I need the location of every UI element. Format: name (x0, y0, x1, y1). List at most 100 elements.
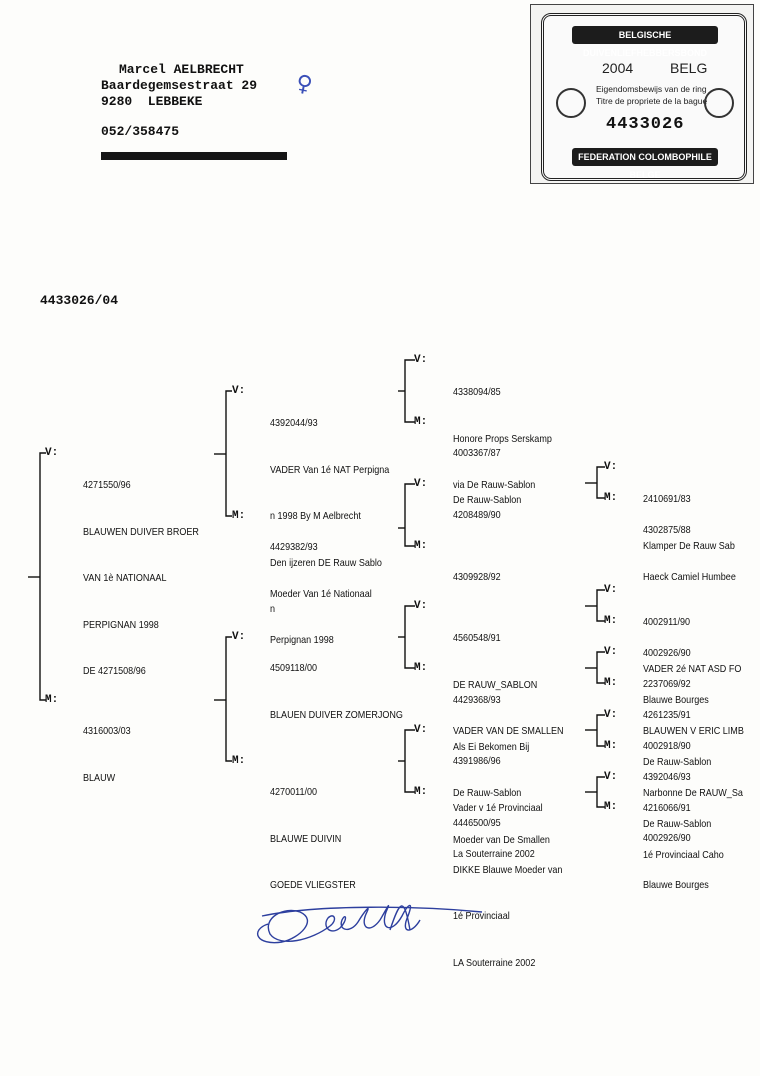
emblem-icon (556, 88, 586, 118)
entry-line: Den ijzeren DE Rauw Sablo (270, 556, 382, 569)
ggd-fmm-entry: 4309928/92 (453, 539, 501, 617)
entry-line: VADER Van 1é NAT Perpigna (270, 463, 390, 476)
ring-number: 4429368/93 (453, 694, 501, 706)
ring-number: 4302875/88 (643, 524, 691, 536)
owner-street: Baardegemsestraat 29 (101, 78, 258, 93)
certificate-line1: Eigendomsbewijs van de ring (596, 84, 707, 94)
ring-number: 4392046/93 (643, 771, 691, 783)
entry-line: n 1998 By M Aelbrecht (270, 510, 361, 522)
label-father: V: (604, 771, 618, 783)
ring-number: 2410691/83 (643, 493, 691, 505)
ring-number: 4560548/91 (453, 632, 501, 644)
g4-mfmm-entry: 4261235/91 De Rauw-Sablon (643, 677, 711, 801)
ring-number: 4391986/96 (453, 755, 501, 767)
owner-name: Marcel AELBRECHT (119, 62, 244, 77)
ring-number: 4002926/90 (643, 832, 691, 844)
label-father: V: (414, 354, 428, 366)
entry-line: De Rauw-Sablon (643, 817, 712, 830)
entry-line: Haeck Camiel Humbee (643, 570, 736, 583)
label-mother: M: (414, 662, 428, 674)
dam-entry: 4316003/03 BLAUW (83, 693, 131, 817)
label-father: V: (414, 724, 428, 736)
g4-fmff-entry: 2410691/83 Klamper De Rauw Sab (643, 461, 735, 585)
entry-line: Als Ei Bekomen Bij (453, 740, 530, 753)
g4-mfff-entry: 4002911/90 VADER 2é NAT ASD FO (643, 584, 741, 708)
entry-line: De Rauw-Sablon (453, 787, 522, 799)
entry-line: BLAUEN DUIVER ZOMERJONG (270, 708, 403, 721)
certificate-bottom-banner: FEDERATION COLOMBOPHILE BELGE (572, 148, 718, 180)
ggd-ffm-entry: 4003367/87 De Rauw-Sablon (453, 415, 521, 539)
ring-number: 4316003/03 (83, 725, 131, 737)
certificate-year: 2004 (602, 60, 634, 76)
ring-certificate: BELGISCHE DUIVENLIEFHEBBERSBOND 2004 BEL… (530, 4, 754, 184)
pigeon-ring-code: 4433026/04 (40, 293, 119, 308)
ring-number: 4002911/90 (643, 616, 691, 628)
ring-number: 4216066/91 (643, 802, 691, 814)
ring-number: 4270011/00 (270, 786, 318, 798)
entry-line: DE 4271508/96 (83, 665, 146, 677)
label-mother: M: (604, 492, 618, 504)
ring-number: 4261235/91 (643, 709, 691, 721)
entry-line: Klamper De Rauw Sab (643, 539, 735, 552)
entry-line: Blauwe Bourges (643, 878, 709, 891)
g4-mmfm-entry: 4392046/93 De Rauw-Sablon (643, 739, 711, 863)
ggs-mff-entry: 4560548/91 DE RAUW_SABLON VADER VAN DE S… (453, 600, 564, 771)
label-mother: M: (232, 755, 246, 767)
label-father: V: (604, 709, 618, 721)
label-mother: M: (414, 416, 428, 428)
g4-mfmf-entry: 2237069/92 BLAUWEN V ERIC LIMB (643, 646, 744, 770)
ring-number: 4003367/87 (453, 447, 501, 459)
entry-line: Narbonne De RAUW_Sa (643, 786, 743, 799)
ring-number: 4338094/85 (453, 386, 501, 398)
certificate-top-banner: BELGISCHE DUIVENLIEFHEBBERSBOND (572, 26, 718, 58)
certificate-line2: Titre de propriete de la bague (596, 96, 708, 106)
label-father: V: (232, 631, 246, 643)
entry-line: DE RAUW_SABLON (453, 678, 538, 691)
entry-line: DIKKE Blauwe Moeder van (453, 863, 563, 876)
ring-number: 4509118/00 (270, 662, 318, 674)
entry-line: Moeder van De Smallen (453, 833, 550, 846)
granddam-maternal-entry: 4270011/00 BLAUWE DUIVIN GOEDE VLIEGSTER (270, 754, 356, 925)
label-mother: M: (604, 801, 618, 813)
owner-city: 9280 LEBBEKE (101, 94, 203, 109)
entry-line: Moeder Van 1é Nationaal (270, 587, 372, 600)
entry-line: LA Souterraine 2002 (453, 956, 536, 969)
owner-phone: 052/358475 (101, 124, 180, 139)
ggs-fmf-entry: 4208489/90 (453, 477, 501, 555)
certificate-frame: BELGISCHE DUIVENLIEFHEBBERSBOND 2004 BEL… (541, 13, 747, 181)
label-mother: M: (414, 786, 428, 798)
entry-line: 1é Provinciaal (453, 910, 510, 922)
g4-mmmf-entry: 4216066/91 1é Provinciaal Caho (643, 770, 724, 894)
label-mother: M: (232, 510, 246, 522)
ring-number: 4002918/90 (643, 740, 691, 752)
entry-line: La Souterraine 2002 (453, 848, 535, 860)
granddam-paternal-entry: 4429382/93 Moeder Van 1é Nationaal Perpi… (270, 509, 372, 680)
ring-number: 4271550/96 (83, 479, 131, 491)
label-mother: M: (414, 540, 428, 552)
entry-line: PERPIGNAN 1998 (83, 618, 159, 631)
address-underline (101, 152, 287, 160)
entry-line: VAN 1è NATIONAAL (83, 572, 167, 584)
entry-line: via De Rauw-Sablon (453, 479, 536, 491)
ring-number: 4309928/92 (453, 571, 501, 583)
label-father: V: (604, 646, 618, 658)
entry-line: BLAUWEN V ERIC LIMB (643, 724, 744, 737)
g4-fmfm-entry: 4302875/88 Haeck Camiel Humbee (643, 492, 736, 616)
label-father: V: (414, 600, 428, 612)
g4-mmmm-entry: 4002926/90 Blauwe Bourges (643, 800, 709, 924)
entry-line: BLAUW (83, 771, 116, 784)
label-father: V: (604, 584, 618, 596)
entry-line: VADER 2é NAT ASD FO (643, 662, 742, 675)
grandsire-paternal-entry: 4392044/93 VADER Van 1é NAT Perpigna n 1… (270, 385, 389, 649)
ring-number: 4392044/93 (270, 417, 318, 429)
label-mother: M: (604, 615, 618, 627)
entry-line: BLAUWE DUIVIN (270, 832, 342, 845)
entry-line: GOEDE VLIEGSTER (270, 879, 356, 891)
sire-entry: 4271550/96 BLAUWEN DUIVER BROER VAN 1è N… (83, 447, 199, 711)
ring-number: 4429382/93 (270, 541, 318, 553)
entry-line: VADER VAN DE SMALLEN (453, 725, 564, 737)
label-father: V: (45, 447, 59, 459)
certificate-country: BELG (670, 60, 708, 76)
g4-mmff-entry: 4002918/90 Narbonne De RAUW_Sa (643, 708, 743, 832)
